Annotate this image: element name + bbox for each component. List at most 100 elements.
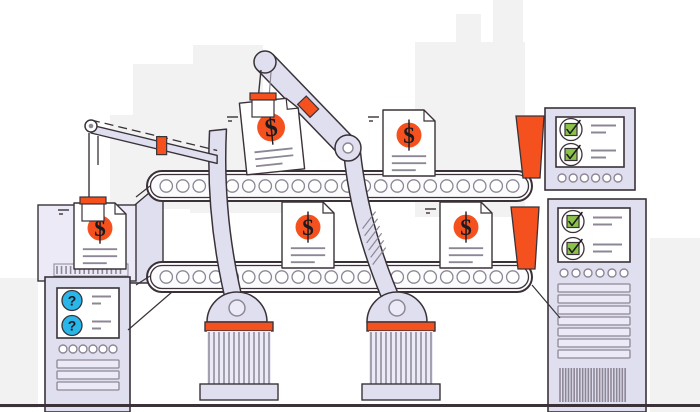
arm-hatch-line [372,247,387,265]
upper-crane-tip [253,50,277,74]
gripper-upper-crane [249,92,277,118]
connector-line [531,284,561,319]
pedestals [199,321,441,401]
chute-upper [515,115,545,179]
robot-arm-left [206,128,268,323]
conveyor-roller [159,270,174,284]
conveyor-roller [175,179,190,193]
panel-indicator-dot [98,344,108,354]
document-text-line [254,147,293,154]
grippers [79,92,277,222]
upper-conveyor-inner [149,173,530,199]
conveyor-roller [274,270,289,284]
check-mark-icon [568,211,583,227]
pedestal-right-top-bar [366,321,436,332]
robot-arm-left-shaft [208,128,247,314]
conveyor-roller [307,270,322,284]
check-circle-outline [561,236,585,261]
panel-indicator-dot [595,268,605,278]
panel-indicator-dot [583,268,593,278]
check-circle-outline [561,209,585,234]
building-far-left [0,278,38,408]
conveyor-roller [291,179,306,193]
ground-line [0,404,700,407]
document-lower-right: $ [439,201,493,269]
gripper-body [81,203,105,222]
panel-indicator-dot [88,344,98,354]
conveyor-roller [390,179,405,193]
conveyor-roller [439,270,454,284]
panel-slot [557,338,631,348]
document-fold-corner [285,98,299,110]
conveyor-roller [340,270,355,284]
panel-indicator-dot [571,268,581,278]
conveyor-roller [324,270,339,284]
conveyor-roller [456,270,471,284]
check-mark-icon [568,238,583,254]
conveyor-roller [357,270,372,284]
conveyor-roller [505,179,520,193]
gripper-left-crane [79,196,107,222]
conveyor-roller [258,179,273,193]
upper-crane-joint-bolt [342,142,354,154]
connector-lines [127,185,561,331]
panel-indicator-dot [68,344,78,354]
lower-conveyor [146,261,533,293]
building-right [650,238,700,412]
document-hanging-left: $ [73,202,127,270]
document-text-line [255,154,294,161]
question-mark-glyph: ? [68,293,77,309]
building-spire [497,0,506,32]
upper-crane-band [296,95,320,119]
conveyor-roller [472,179,487,193]
panel-indicator-dot [568,173,578,183]
robot-arm-right-hub-bolt [388,299,406,317]
panel-slot [557,316,631,326]
tick-mark-lower-right-doc [425,208,436,214]
connector-line [135,275,151,286]
conveyor-roller [225,179,240,193]
panel-indicator-dot [579,173,590,183]
panel-indicator-dot [557,173,567,183]
question-mark-glyph: ? [68,318,77,334]
robot-arm-left-hub-bolt [228,299,246,317]
panel-slot [56,370,120,380]
conveyor-roller [489,179,504,193]
conveyor-roller [373,179,388,193]
conveyors [146,170,533,293]
conveyor-roller [472,270,487,284]
panel-indicator-dot [619,268,629,278]
question-mark-icon [61,289,83,312]
conveyor-roller [456,179,471,193]
panel-indicator-dot [559,268,569,278]
conveyor-roller [423,179,438,193]
conveyor-roller [241,270,256,284]
gripper-clamp [79,196,107,205]
check-box-icon [564,122,578,137]
document-fold-corner [480,202,492,214]
chutes [510,115,545,270]
gripper-clamp [249,92,277,101]
arm-hatch-line [368,232,383,251]
panels: ?? [44,107,647,412]
conveyor-roller [175,270,190,284]
check-box-icon [564,147,578,162]
pedestal-right [361,321,441,401]
question-mark-icon [61,314,83,337]
conveyor-roller [274,179,289,193]
panel-question-left: ?? [44,276,131,412]
panel-slot [557,283,631,293]
panel-slot [557,349,631,359]
panel-indicator-dot [108,344,118,354]
crane-pivot-bolt [88,123,94,129]
conveyor-roller [324,179,339,193]
document-upper-right: $ [382,109,436,177]
conveyor-roller [241,179,256,193]
left-crane [84,119,218,197]
lower-conveyor-inner [149,264,530,290]
conveyor-roller [406,179,421,193]
gripper-body [251,99,275,118]
panel-checklist-lower-right [547,198,647,412]
